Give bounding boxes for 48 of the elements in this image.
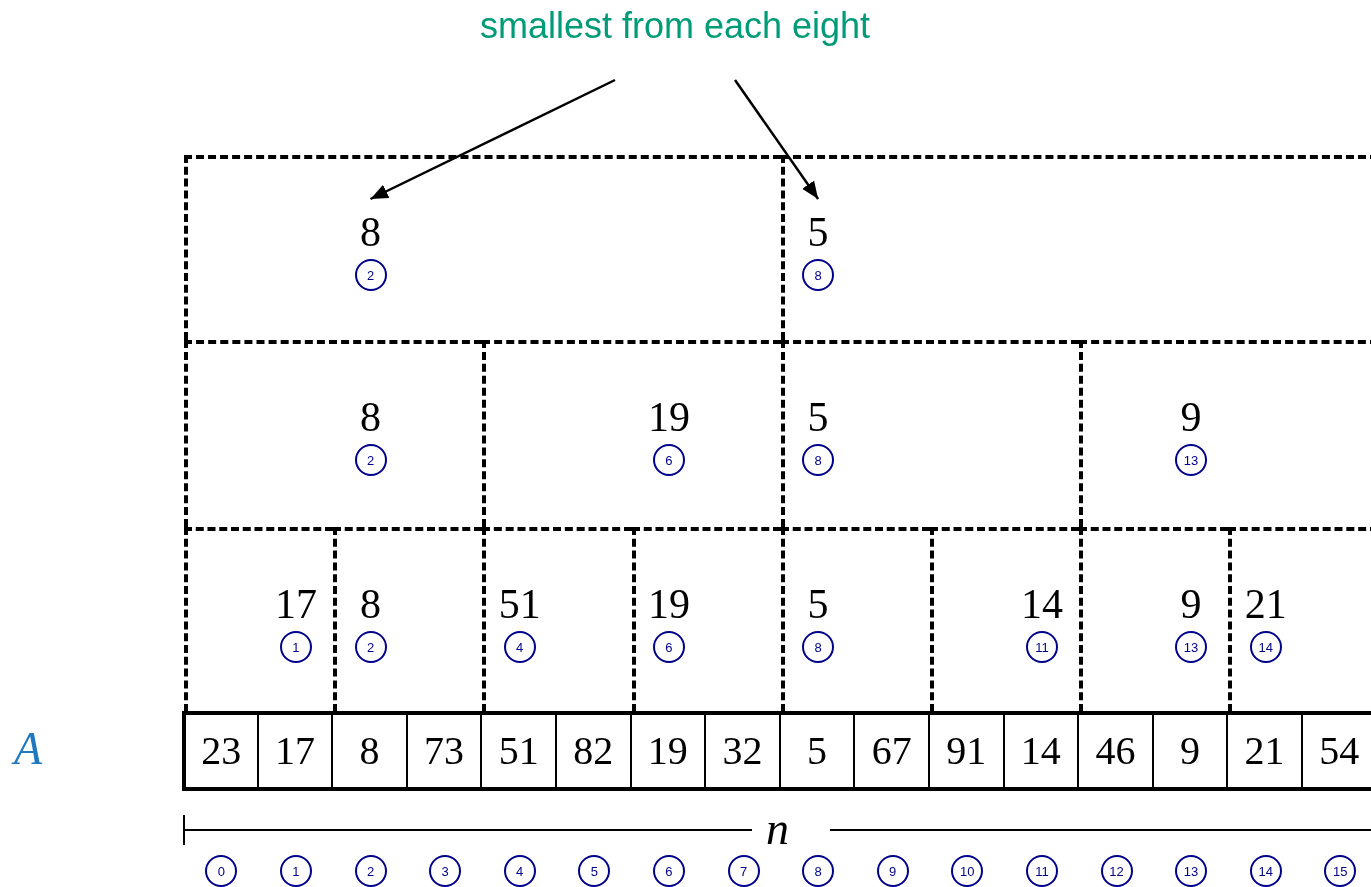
dashed-box: [780, 527, 930, 712]
array-cell: 91: [929, 715, 1005, 787]
arrow: [733, 79, 820, 200]
value-text: 19: [647, 396, 690, 438]
dashed-box: [482, 527, 632, 712]
array-cell: 23: [186, 715, 259, 787]
dimension-label: n: [766, 806, 789, 852]
array-cell: 19: [631, 715, 707, 787]
array-cell: 54: [1302, 715, 1371, 787]
array-cell: 14: [1004, 715, 1080, 787]
dashed-box: [930, 527, 1080, 712]
dashed-box: [1228, 527, 1371, 712]
array-cell: 5: [780, 715, 856, 787]
dashed-box: [184, 155, 781, 340]
array-cell: 67: [855, 715, 930, 787]
array-cell: 21: [1228, 715, 1303, 787]
dashed-box: [184, 527, 334, 712]
value-text: 9: [1180, 396, 1202, 438]
value-text: 8: [360, 396, 381, 438]
dashed-box: [780, 340, 1080, 527]
value-text: 19: [647, 583, 690, 625]
array-cell: 32: [706, 715, 781, 787]
dashed-box: [482, 340, 781, 527]
dashed-box: [184, 340, 483, 527]
dashed-box: [780, 155, 1371, 340]
dashed-box: [1079, 527, 1229, 712]
value-text: 9: [1180, 583, 1202, 625]
value-text: 8: [360, 583, 381, 625]
array-cell: 9: [1153, 715, 1229, 787]
value-text: 5: [807, 583, 829, 625]
array-cell: 8: [333, 715, 408, 787]
dashed-box: [1079, 340, 1371, 527]
array-cell: 82: [556, 715, 632, 787]
dashed-box: [631, 527, 781, 712]
array-cell: 51: [482, 715, 557, 787]
array-cell: 46: [1079, 715, 1154, 787]
annotation-text: smallest from each eight: [479, 8, 871, 44]
arrow: [369, 78, 616, 201]
array-cell: 17: [258, 715, 334, 787]
value-text: 8: [360, 211, 381, 253]
value-text: 14: [1020, 583, 1063, 625]
dashed-box: [333, 527, 483, 712]
array-cell: 73: [407, 715, 483, 787]
value-text: 51: [498, 583, 541, 625]
value-text: 17: [274, 583, 317, 625]
value-text: 5: [807, 396, 829, 438]
value-text: 21: [1244, 583, 1287, 625]
value-text: 5: [807, 211, 829, 253]
